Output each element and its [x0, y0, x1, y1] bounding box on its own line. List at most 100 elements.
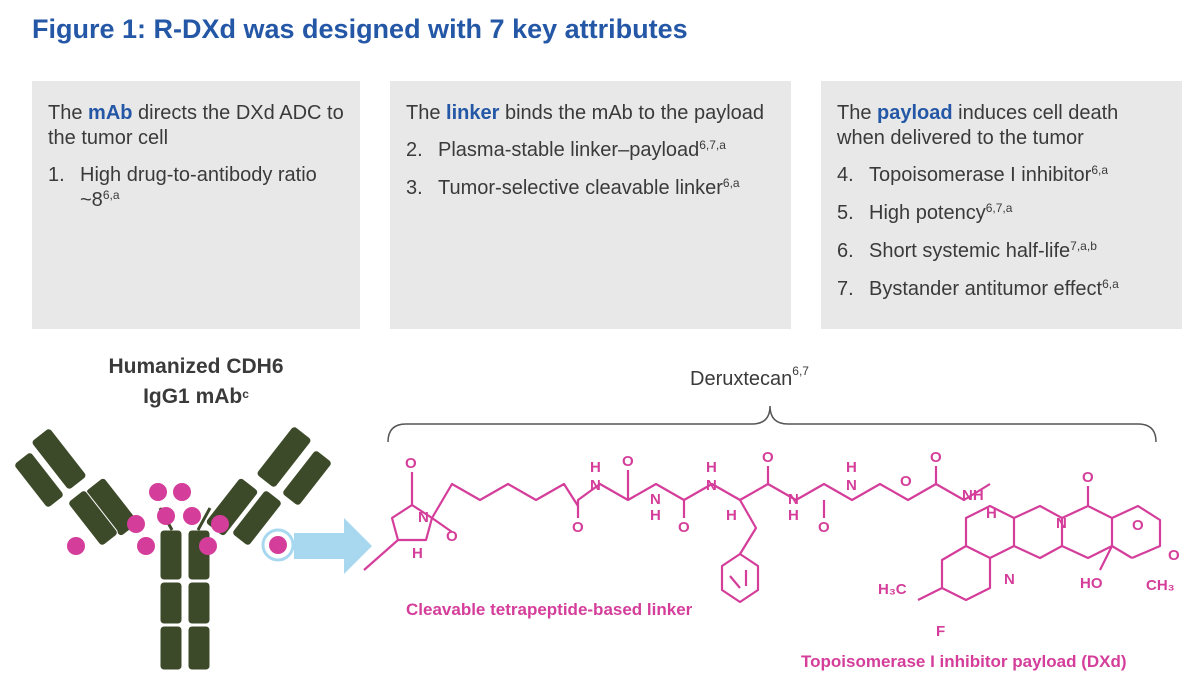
attribute-number: 6.: [837, 240, 854, 262]
attribute-item: 3. Tumor-selective cleavable linker6,a: [406, 176, 777, 201]
linker-intro: The linker binds the mAb to the payload: [406, 101, 777, 126]
camptothecin-core: [917, 486, 1162, 602]
atom-h-alpha: H: [726, 507, 737, 524]
atom-h-6: H: [986, 505, 997, 522]
atom-o-maleimide: O: [405, 455, 417, 472]
attribute-reference: 6,7,a: [985, 201, 1013, 215]
intro-suffix: directs the DXd ADC to the tumor cell: [48, 102, 344, 149]
atom-o-1: O: [572, 519, 584, 536]
maleimide-ring: [390, 503, 434, 542]
atom-h-5: H: [846, 459, 857, 476]
attribute-item: 6. Short systemic half-life7,a,b: [837, 239, 1168, 264]
atom-h-2: H: [650, 507, 661, 524]
benzene-ring: [720, 552, 760, 604]
attachment-bond: [363, 539, 399, 571]
intro-prefix: The: [406, 102, 447, 124]
deruxtecan-name: Deruxtecan: [690, 368, 793, 390]
atom-h-maleimide: H: [412, 545, 423, 562]
attribute-reference: 7,a,b: [1070, 239, 1097, 253]
atom-o-lactone-2: O: [1168, 547, 1180, 564]
deruxtecan-reference: 6,7: [792, 364, 809, 378]
atom-nh-1: H: [590, 459, 601, 476]
antibody-reference: c: [242, 387, 249, 401]
attribute-item: 7.Bystander antitumor effect6,a: [837, 277, 1168, 302]
antibody-title: Humanized CDH6 IgG1 mAbc: [40, 352, 352, 412]
attribute-item: 1. High drug-to-antibody ratio ~86,a: [48, 163, 346, 213]
attribute-text: Short systemic half-life: [869, 240, 1071, 262]
attribute-number: 4.: [837, 164, 854, 186]
attribute-reference: 6,7,a: [699, 138, 726, 152]
atom-f: F: [936, 623, 945, 640]
attribute-number: 1.: [48, 164, 65, 186]
linker-keyword: linker: [446, 102, 500, 124]
antibody-title-line2: IgG1 mAbc: [40, 382, 352, 412]
attribute-text: High drug-to-antibody ratio ~8: [80, 164, 317, 211]
figure-title: Figure 1: R-DXd was designed with 7 key …: [32, 14, 688, 44]
atom-o-2: O: [622, 453, 634, 470]
payload-keyword: payload: [877, 102, 953, 124]
atom-o-maleimide-2: O: [446, 528, 458, 545]
atom-h-4: H: [788, 507, 799, 524]
attribute-reference: 6,a: [722, 176, 740, 190]
attribute-text: Plasma-stable linker–payload: [438, 139, 700, 161]
deruxtecan-structure: [363, 466, 1162, 604]
attribute-text: Topoisomerase I inhibitor: [869, 164, 1092, 186]
atom-o-ketone: O: [1082, 469, 1094, 486]
atom-n-maleimide: N: [418, 509, 429, 526]
atom-o-6: O: [930, 449, 942, 466]
atom-o-5: O: [818, 519, 830, 536]
atom-h-3: H: [706, 459, 717, 476]
attribute-number: 2.: [406, 139, 423, 161]
atom-ch3: CH₃: [1146, 577, 1175, 594]
attribute-number: 5.: [837, 202, 854, 224]
intro-suffix: binds the mAb to the payload: [499, 102, 765, 124]
atom-n-5: N: [846, 477, 857, 494]
attribute-reference: 6,a: [102, 188, 120, 202]
antibody-title-line1: Humanized CDH6: [108, 355, 284, 378]
atom-n-ring: N: [1056, 515, 1067, 532]
highlight-ring: [261, 528, 295, 562]
atom-n-1: N: [590, 477, 601, 494]
attribute-text: High potency: [869, 202, 986, 224]
connection-arrow: [294, 518, 372, 574]
attribute-item: 2. Plasma-stable linker–payload6,7,a: [406, 138, 777, 163]
antibody-light-chain: [14, 450, 332, 508]
phenylalanine-sidechain: [739, 499, 758, 555]
intro-prefix: The: [48, 102, 89, 124]
atom-n-2: N: [650, 491, 661, 508]
payload-intro: The payload induces cell death when deli…: [837, 101, 1168, 151]
mab-attribute-list: 1. High drug-to-antibody ratio ~86,a: [48, 163, 346, 213]
antibody-isotype: IgG1 mAb: [143, 385, 243, 408]
linker-attributes-box: The linker binds the mAb to the payload …: [390, 81, 791, 329]
attribute-number: 7.: [837, 278, 854, 300]
attribute-text: Tumor-selective cleavable linker: [438, 177, 723, 199]
maleimide-oxo: [410, 472, 453, 533]
atom-n-3: N: [706, 477, 717, 494]
antibody-heavy-chain: [31, 426, 312, 671]
atom-nh-6: NH: [962, 487, 984, 504]
mab-attributes-box: The mAb directs the DXd ADC to the tumor…: [32, 81, 360, 329]
payload-attribute-list: 4.Topoisomerase I inhibitor6,a 5.High po…: [837, 163, 1168, 302]
atom-n-quinoline: N: [1004, 571, 1015, 588]
linker-attribute-list: 2. Plasma-stable linker–payload6,7,a 3. Tu…: [406, 138, 777, 201]
atom-ho: HO: [1080, 575, 1103, 592]
atom-o-ether: O: [900, 473, 912, 490]
attribute-number: 3.: [406, 177, 423, 199]
atom-o-4: O: [762, 449, 774, 466]
antibody-illustration: [14, 426, 332, 671]
payload-attributes-box: The payload induces cell death when deli…: [821, 81, 1182, 329]
deruxtecan-brace: [387, 405, 1157, 443]
atom-o-3: O: [678, 519, 690, 536]
carbonyl-groups: [576, 466, 938, 518]
intro-suffix: induces cell death when delivered to the…: [837, 102, 1119, 149]
attribute-text: Bystander antitumor effect: [869, 278, 1103, 300]
linker-caption: Cleavable tetrapeptide-based linker: [406, 600, 693, 619]
atom-labels: O N O H O H N O N H O H N H O N H O H N …: [405, 449, 1180, 640]
deruxtecan-label: Deruxtecan6,7: [690, 364, 809, 391]
attribute-item: 4.Topoisomerase I inhibitor6,a: [837, 163, 1168, 188]
attribute-item: 5. High potency6,7,a: [837, 201, 1168, 226]
atom-n-4: N: [788, 491, 799, 508]
atom-h3c: H₃C: [878, 581, 907, 598]
conjugated-payloads: [67, 483, 287, 555]
